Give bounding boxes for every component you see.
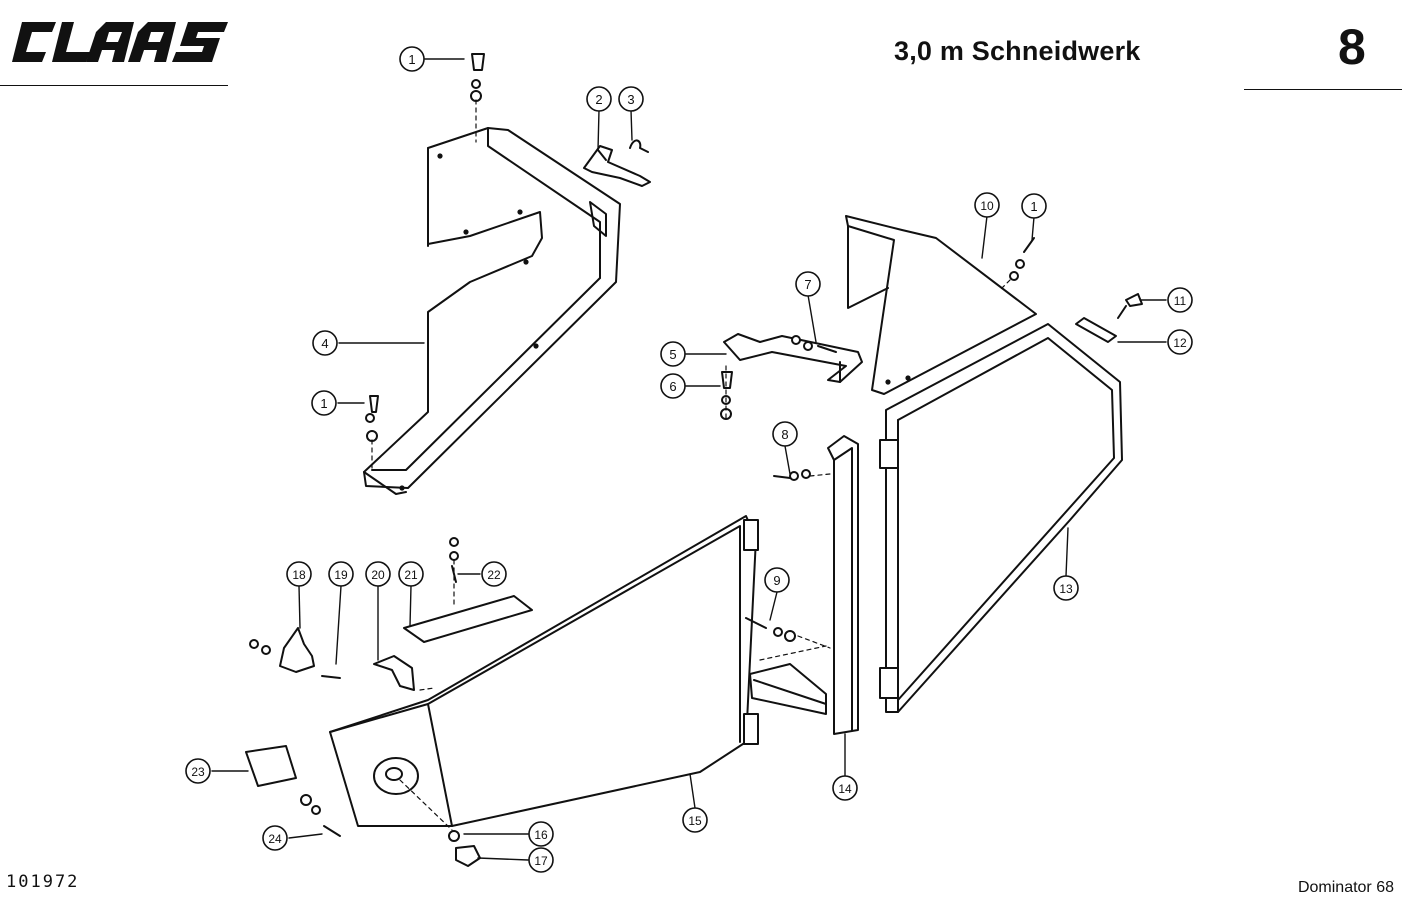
assembly-lines — [371, 99, 1011, 831]
callout-18: 18 — [286, 561, 312, 587]
callout-label: 6 — [669, 379, 676, 394]
hardware — [249, 53, 1035, 867]
callout-15: 15 — [682, 807, 708, 833]
callout-19: 19 — [328, 561, 354, 587]
callout-23: 23 — [185, 758, 211, 784]
callout-label: 8 — [781, 427, 788, 442]
callout-label: 7 — [804, 277, 811, 292]
callout-11: 11 — [1167, 287, 1193, 313]
callout-label: 9 — [773, 573, 780, 588]
callout-4: 4 — [312, 330, 338, 356]
machine-name: Dominator 68 — [1297, 879, 1394, 896]
callout-label: 3 — [627, 92, 634, 107]
part-11-bolt — [1117, 293, 1143, 319]
callout-6: 6 — [660, 373, 686, 399]
part-20-bracket — [373, 655, 415, 691]
callout-label: 19 — [334, 568, 348, 582]
part-21-bracket — [403, 595, 533, 643]
callout-20: 20 — [365, 561, 391, 587]
claas-logo — [12, 22, 228, 62]
part-13-door — [879, 323, 1123, 713]
callout-22: 22 — [481, 561, 507, 587]
page-number: 8 — [1338, 19, 1366, 75]
callout-13: 13 — [1053, 575, 1079, 601]
callout-label: 2 — [595, 92, 602, 107]
callout-label: 17 — [534, 854, 548, 868]
callout-10: 10 — [974, 192, 1000, 218]
callout-label: 18 — [292, 568, 306, 582]
callout-label: 4 — [321, 336, 328, 351]
callout-label: 1 — [1030, 199, 1037, 214]
callout-label: 16 — [534, 828, 548, 842]
callout-12: 12 — [1167, 329, 1193, 355]
callout-9: 9 — [764, 567, 790, 593]
callout-label: 15 — [688, 814, 702, 828]
part-4-shield — [363, 127, 621, 495]
part-15-panel — [329, 515, 759, 827]
callout-label: 1 — [320, 396, 327, 411]
callout-1: 1 — [311, 390, 337, 416]
callout-label: 11 — [1174, 294, 1187, 308]
callout-1: 1 — [1021, 193, 1047, 219]
part-5-bracket — [723, 333, 863, 383]
callout-label: 21 — [404, 568, 418, 582]
leader-lines — [211, 58, 1167, 861]
callout-14: 14 — [832, 775, 858, 801]
part-23-plate — [245, 745, 297, 787]
callout-label: 5 — [669, 347, 676, 362]
callout-label: 23 — [191, 765, 205, 779]
part-12-plate — [1075, 317, 1117, 343]
page-title: 3,0 m Schneidwerk — [894, 36, 1141, 66]
callout-8: 8 — [772, 421, 798, 447]
callout-label: 20 — [371, 568, 385, 582]
callout-label: 10 — [980, 199, 994, 213]
callout-label: 14 — [838, 782, 852, 796]
callout-17: 17 — [528, 847, 554, 873]
part-14-post — [749, 435, 859, 735]
part-3-pin — [629, 139, 649, 153]
callout-16: 16 — [528, 821, 554, 847]
part-10-guard — [845, 215, 1037, 395]
document-number: 101972 — [6, 872, 80, 892]
callout-label: 1 — [408, 52, 415, 67]
callout-label: 24 — [268, 832, 282, 846]
callout-3: 3 — [618, 86, 644, 112]
part-2-bracket — [583, 145, 651, 187]
header-rule-right — [1244, 89, 1402, 90]
callouts: 1 2 3 4 1 10 1 7 11 12 5 6 8 18 19 20 21… — [185, 46, 1193, 873]
header-rule-left — [0, 85, 228, 86]
callout-1: 1 — [399, 46, 425, 72]
callout-label: 22 — [487, 568, 501, 582]
callout-label: 13 — [1059, 582, 1073, 596]
callout-21: 21 — [398, 561, 424, 587]
callout-label: 12 — [1173, 336, 1187, 350]
callout-24: 24 — [262, 825, 288, 851]
part-18-bracket — [279, 627, 315, 673]
callout-7: 7 — [795, 271, 821, 297]
callout-2: 2 — [586, 86, 612, 112]
callout-5: 5 — [660, 341, 686, 367]
